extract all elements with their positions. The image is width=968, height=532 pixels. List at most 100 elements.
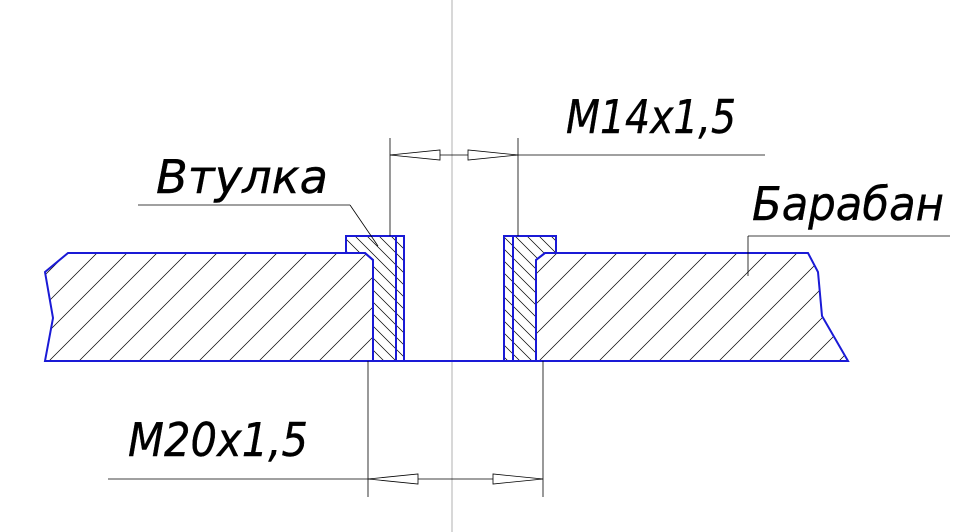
hatch-line (654, 253, 771, 361)
bushing-left-section (345, 235, 405, 362)
hatch-line (355, 232, 488, 365)
hatch-line (344, 253, 373, 361)
hatch-line (865, 250, 968, 365)
drum-right-section (535, 252, 850, 362)
hatch-line (522, 236, 556, 361)
hatch-line (504, 236, 556, 361)
hatch-line (519, 232, 652, 365)
hatch-line (435, 232, 568, 365)
hatch-line (346, 236, 401, 361)
hatch-line (543, 232, 676, 365)
hatch-line (74, 253, 191, 361)
dim-bottom-arrow-right (492, 473, 544, 485)
dim-bottom-arrow-left (367, 473, 419, 485)
hatch-line (134, 253, 251, 361)
hatch-line (594, 253, 711, 361)
hatch-line (895, 250, 968, 365)
hatch-line (774, 253, 848, 361)
hatch-line (346, 236, 365, 361)
bushing-right-hatching (355, 232, 836, 365)
hatch-line (536, 253, 621, 361)
thread-inner-label: M14x1,5 (566, 90, 736, 144)
hatch-line (703, 232, 836, 365)
hatch-line (559, 232, 692, 365)
hatch-line (504, 236, 556, 361)
hatch-line (571, 232, 704, 365)
hatch-line (346, 236, 404, 361)
dim-top-arrow-left (389, 149, 441, 161)
hatch-line (346, 236, 377, 361)
hatch-line (507, 232, 640, 365)
bushing-label: Втулка (156, 150, 328, 204)
hatch-line (374, 236, 404, 361)
hatch-line (45, 253, 101, 361)
hatch-line (744, 253, 848, 361)
hatch-line (624, 253, 741, 361)
drum-label: Барабан (752, 177, 944, 231)
hatch-line (834, 253, 848, 361)
hatch-line (564, 253, 681, 361)
hatch-line (536, 253, 651, 361)
hatch-line (691, 232, 824, 365)
hatch-line (254, 253, 371, 361)
hatch-line (346, 236, 404, 361)
hatch-line (804, 253, 848, 361)
hatch-line (546, 236, 556, 361)
hatch-line (504, 236, 549, 361)
hatch-line (207, 232, 340, 365)
hatch-line (504, 236, 537, 361)
hatch-line (411, 232, 544, 365)
hatch-line (405, 250, 520, 365)
hatch-line (45, 253, 71, 361)
hatch-line (194, 253, 311, 361)
hatch-line (583, 232, 716, 365)
hatch-line (504, 236, 513, 361)
hatch-line (643, 232, 776, 365)
hatch-line (510, 236, 556, 361)
hatch-line (619, 232, 752, 365)
bushing-left-hatching (207, 232, 688, 365)
hatch-line (350, 236, 404, 361)
thread-outer-label: M20x1,5 (128, 413, 308, 467)
hatch-line (555, 232, 688, 365)
hatch-line (495, 232, 628, 365)
bushing-leader-line (349, 204, 379, 247)
hatch-line (0, 250, 40, 365)
hatch-line (346, 236, 404, 361)
drum-left-hatching (0, 250, 520, 365)
drum-right-hatching (536, 250, 968, 365)
hatch-line (667, 232, 800, 365)
hatch-line (679, 232, 812, 365)
hatch-line (459, 232, 592, 365)
hatch-line (607, 232, 740, 365)
hatch-line (346, 236, 353, 361)
hatch-line (504, 236, 556, 361)
hatch-line (224, 253, 341, 361)
hatch-line (504, 236, 556, 361)
hatch-line (504, 236, 556, 361)
hatch-line (714, 253, 831, 361)
hatch-line (386, 236, 404, 361)
hatch-line (45, 253, 161, 361)
hatch-line (362, 236, 404, 361)
hatch-line (483, 232, 616, 365)
hatch-line (536, 253, 561, 361)
hatch-line (504, 236, 556, 361)
drum-left-section (43, 252, 374, 362)
hatch-line (375, 250, 490, 365)
hatch-line (45, 253, 131, 361)
hatch-line (367, 232, 500, 365)
hatch-line (536, 253, 591, 361)
hatch-line (0, 250, 10, 365)
hatch-line (104, 253, 221, 361)
hatch-line (164, 253, 281, 361)
hatch-line (471, 232, 604, 365)
bushing-right-section (503, 235, 557, 362)
hatch-line (955, 250, 968, 365)
hatch-line (284, 253, 373, 361)
hatch-line (531, 232, 664, 365)
hatch-line (684, 253, 801, 361)
hatch-line (631, 232, 764, 365)
dim-top-arrow-right (467, 149, 519, 161)
